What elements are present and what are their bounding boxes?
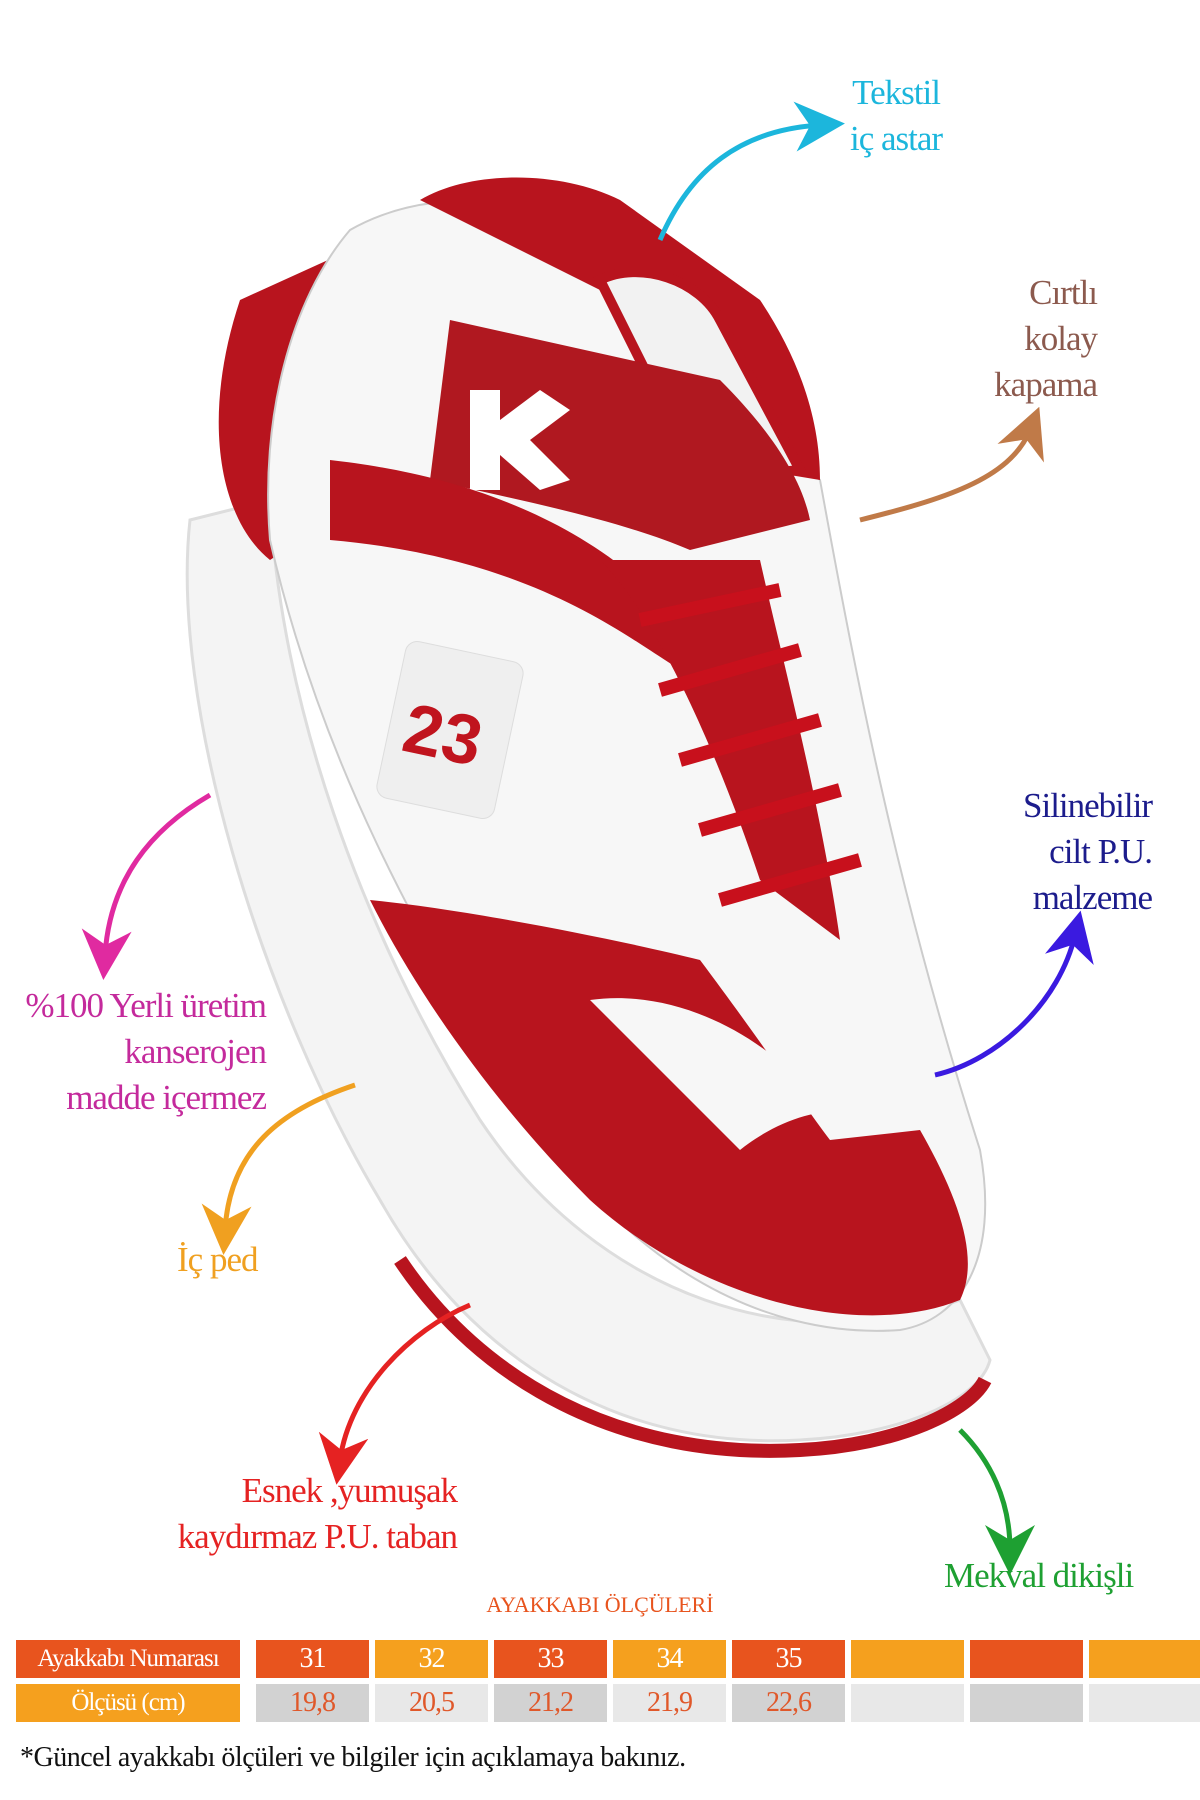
size-cell: 34 bbox=[613, 1640, 726, 1678]
size-row: Ayakkabı Numarası 31 32 33 34 35 bbox=[16, 1640, 1200, 1678]
arrow-closure bbox=[859, 406, 1044, 523]
length-cell: 21,2 bbox=[494, 1684, 607, 1722]
length-row-label: Ölçüsü (cm) bbox=[16, 1684, 240, 1722]
label-lining: Tekstil iç astar bbox=[850, 70, 943, 162]
size-cell: 31 bbox=[256, 1640, 369, 1678]
laces bbox=[638, 583, 862, 907]
label-line: Cırtlı bbox=[1029, 273, 1098, 312]
svg-text:23: 23 bbox=[397, 688, 489, 780]
label-line: %100 Yerli üretim bbox=[25, 986, 267, 1025]
length-cell: 21,9 bbox=[613, 1684, 726, 1722]
size-cell: 32 bbox=[375, 1640, 488, 1678]
length-cell bbox=[851, 1684, 964, 1722]
length-cell: 20,5 bbox=[375, 1684, 488, 1722]
label-line: kaydırmaz P.U. taban bbox=[177, 1517, 458, 1556]
arrow-lining bbox=[657, 101, 845, 241]
arrow-insole bbox=[201, 1082, 356, 1255]
length-cell bbox=[970, 1684, 1083, 1722]
size-cell: 33 bbox=[494, 1640, 607, 1678]
label-material: Silinebilir cilt P.U. malzeme bbox=[1023, 783, 1153, 921]
label-line: Esnek ,yumuşak bbox=[241, 1471, 458, 1510]
arrow-stitch bbox=[958, 1428, 1035, 1575]
length-cell: 22,6 bbox=[732, 1684, 845, 1722]
label-line: malzeme bbox=[1032, 878, 1153, 917]
length-cell: 19,8 bbox=[256, 1684, 369, 1722]
size-cell bbox=[1089, 1640, 1200, 1678]
label-line: kanserojen bbox=[124, 1032, 267, 1071]
label-line: İç ped bbox=[177, 1240, 258, 1279]
label-line: iç astar bbox=[850, 119, 943, 158]
label-line: Silinebilir bbox=[1023, 786, 1153, 825]
label-line: Mekval dikişli bbox=[944, 1556, 1134, 1595]
length-cell bbox=[1089, 1684, 1200, 1722]
size-table-title: AYAKKABI ÖLÇÜLERİ bbox=[486, 1592, 714, 1617]
size-cell: 35 bbox=[732, 1640, 845, 1678]
velcro-strap bbox=[430, 320, 810, 550]
label-sole: Esnek ,yumuşak kaydırmaz P.U. taban bbox=[57, 1468, 458, 1560]
label-line: madde içermez bbox=[66, 1078, 267, 1117]
size-cell bbox=[970, 1640, 1083, 1678]
length-row: Ölçüsü (cm) 19,8 20,5 21,2 21,9 22,6 bbox=[16, 1684, 1200, 1722]
label-line: Tekstil bbox=[852, 73, 941, 112]
label-stitch: Mekval dikişli bbox=[944, 1553, 1134, 1599]
arrow-sole bbox=[318, 1302, 471, 1485]
label-closure: Cırtlı kolay kapama bbox=[994, 270, 1098, 408]
label-line: kapama bbox=[994, 365, 1098, 404]
label-origin: %100 Yerli üretim kanserojen madde içerm… bbox=[0, 983, 267, 1121]
arrow-origin bbox=[81, 792, 212, 980]
label-line: kolay bbox=[1024, 319, 1098, 358]
shoe-sole bbox=[185, 498, 992, 1443]
arrow-material bbox=[934, 910, 1094, 1078]
label-insole: İç ped bbox=[177, 1237, 258, 1283]
size-cell bbox=[851, 1640, 964, 1678]
label-line: cilt P.U. bbox=[1049, 832, 1153, 871]
footnote: *Güncel ayakkabı ölçüleri ve bilgiler iç… bbox=[20, 1742, 686, 1773]
size-row-label: Ayakkabı Numarası bbox=[16, 1640, 240, 1678]
